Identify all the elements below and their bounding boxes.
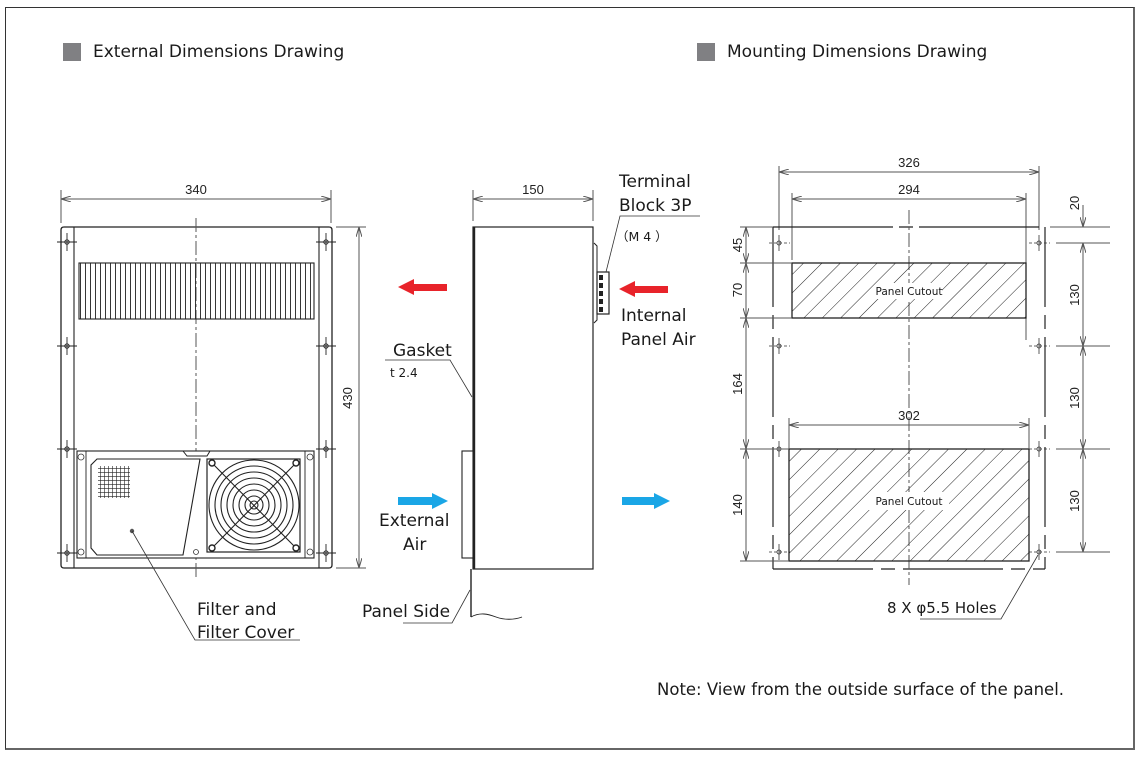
section-marker-icon [63, 43, 81, 61]
section-marker-icon [697, 43, 715, 61]
exhaust-vent-grille [78, 262, 315, 320]
depth-dimension [472, 190, 594, 221]
filter-label-line1: Filter and [197, 600, 277, 620]
holes-label: 8 X φ5.5 Holes [887, 599, 997, 617]
panel-side-label: Panel Side [362, 602, 450, 622]
terminal-block [593, 242, 610, 324]
inner-width-dimension-label: 294 [898, 182, 920, 197]
right-dim-label: 20 [1067, 196, 1082, 210]
filter-leader-line [131, 530, 300, 641]
intake-flange [461, 450, 474, 559]
gasket-label: Gasket [393, 341, 452, 361]
external-dimensions-title: External Dimensions Drawing [93, 42, 345, 62]
mounting-dimensions-title: Mounting Dimensions Drawing [727, 42, 988, 62]
exhaust-air-arrow-icon [398, 279, 447, 295]
panel-side-leader-line [403, 589, 471, 624]
terminal-spec-label: （M 4 ） [616, 229, 668, 244]
depth-dimension-label: 150 [522, 182, 544, 197]
holes-leader-line [920, 554, 1039, 620]
terminal-leader-line [605, 215, 700, 273]
left-vertical-dimensions [740, 226, 792, 562]
right-vertical-dimensions [1050, 205, 1110, 553]
front-view: 340 430 [57, 182, 366, 643]
internal-air-label-line2: Panel Air [621, 330, 696, 350]
terminal-label-line2: Block 3P [619, 196, 691, 216]
left-dim-label: 45 [730, 238, 745, 252]
external-air-label-line2: Air [403, 535, 426, 555]
terminal-label-line1: Terminal [618, 172, 691, 192]
filter-mesh [98, 466, 130, 498]
mounting-holes [769, 235, 1050, 560]
mounting-dimensions-heading: Mounting Dimensions Drawing [697, 42, 987, 62]
width-dimension [60, 190, 332, 223]
side-view: 150 Terminal Block 3P （M 4 ） Internal Pa… [362, 172, 700, 624]
left-dim-label: 164 [730, 373, 745, 395]
left-dim-label: 70 [730, 283, 745, 297]
outer-width-dimension-label: 326 [898, 155, 920, 170]
gasket-spec-label: t 2.4 [390, 366, 418, 380]
upper-cutout-label: Panel Cutout [876, 286, 943, 298]
mounting-holes [57, 233, 336, 562]
right-dim-label: 130 [1067, 284, 1082, 306]
airflow-arrows [398, 279, 670, 509]
internal-air-label-line1: Internal [621, 306, 687, 326]
drawing-frame [5, 7, 1135, 750]
side-body-outline [472, 226, 594, 570]
filter-label-line2: Filter Cover [197, 623, 294, 643]
lower-cutout-label: Panel Cutout [876, 496, 943, 508]
external-dimensions-heading: External Dimensions Drawing [63, 42, 344, 62]
right-dim-label: 130 [1067, 490, 1082, 512]
external-air-label-line1: External [379, 511, 450, 531]
external-air-exhaust-arrow-icon [622, 493, 670, 509]
panel-view-note: Note: View from the outside surface of t… [657, 680, 1065, 699]
gasket-leader-line [385, 359, 473, 398]
right-dim-label: 130 [1067, 387, 1082, 409]
width-dimension-label: 340 [185, 182, 207, 197]
lower-cutout-width-label: 302 [898, 408, 920, 423]
height-dimension-label: 430 [340, 387, 355, 409]
left-dim-label: 140 [730, 494, 745, 516]
panel-break-line [470, 613, 523, 620]
mounting-view: 326 294 Panel Cutout Panel Cutout [730, 155, 1110, 620]
height-dimension [336, 226, 366, 569]
internal-air-arrow-icon [619, 281, 668, 297]
external-air-intake-arrow-icon [398, 493, 448, 509]
fan-icon [206, 458, 301, 553]
